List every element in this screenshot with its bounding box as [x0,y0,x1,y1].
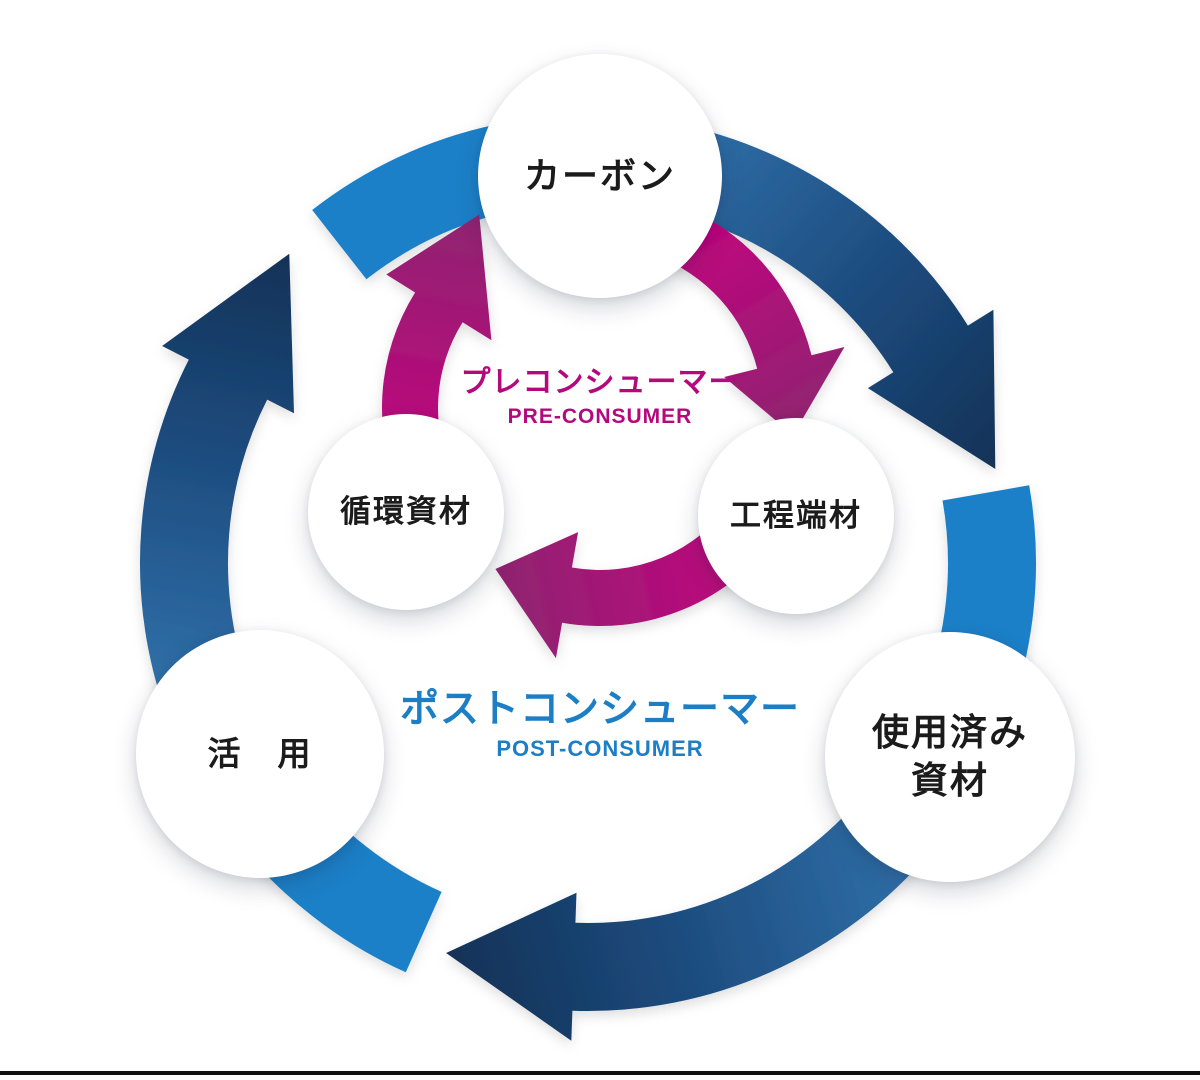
bottom-border-line [0,1071,1200,1075]
node-utilization: 活 用 [136,630,384,878]
node-recycled-material-label: 循環資材 [340,493,472,529]
post-consumer-label-en: POST-CONSUMER [496,736,704,761]
post-consumer-label: ポストコンシューマー POST-CONSUMER [400,685,800,764]
post-consumer-label-jp: ポストコンシューマー [399,688,801,731]
node-used-material-label: 使用済み 資材 [872,711,1028,801]
node-used-material: 使用済み 資材 [825,632,1075,882]
node-carbon-label: カーボン [523,154,676,196]
pre-consumer-label: プレコンシューマー PRE-CONSUMER [461,363,740,430]
node-process-scrap: 工程端材 [698,418,894,614]
pre-cycle-arrow-carbon-to-scrap [655,203,845,436]
node-recycled-material: 循環資材 [308,414,504,610]
node-process-scrap-label: 工程端材 [730,497,862,533]
post-cycle-arc-top-left [312,124,514,280]
pre-consumer-label-jp: プレコンシューマー [460,366,740,399]
node-utilization-label: 活 用 [207,734,313,772]
post-cycle-arrow-bottom [446,794,932,1041]
pre-consumer-label-en: PRE-CONSUMER [507,405,693,428]
node-carbon: カーボン [478,54,722,298]
post-cycle-arrow-top-right [650,121,996,470]
post-cycle-arrow-left [139,253,294,702]
